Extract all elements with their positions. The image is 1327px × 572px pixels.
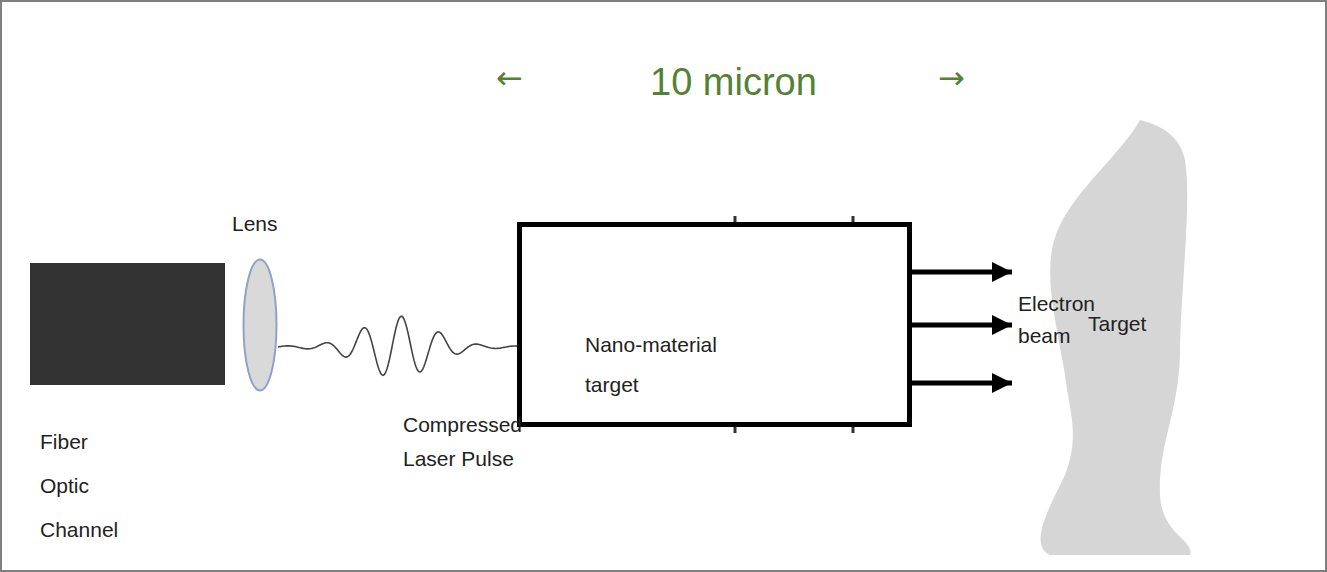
- tick-mark: [852, 427, 855, 433]
- dimension-arrow: →: [938, 58, 988, 98]
- electron-beam-arrow: [912, 270, 1012, 275]
- node-label: Target: [1088, 310, 1188, 338]
- dimension-arrow: ←: [496, 58, 546, 98]
- beam-label: Electron beam: [1018, 288, 1110, 352]
- nano-material-target: Nano-material target: [517, 222, 912, 427]
- node-label: Nano-material target: [585, 325, 745, 405]
- node-label: Lens: [232, 210, 302, 238]
- dimension-label: 10 micron: [650, 60, 880, 104]
- laser-pulse-wave: [278, 316, 517, 375]
- pulse-label: Compressed Laser Pulse: [403, 408, 521, 476]
- electron-beam-arrow: [912, 381, 1012, 386]
- fiber-optic-channel: Fiber Optic Channel: [30, 263, 225, 385]
- lens: Lens: [242, 258, 278, 392]
- electron-beam-arrow: [912, 323, 1012, 328]
- tick-mark: [734, 427, 737, 433]
- lens-outline: [242, 258, 278, 392]
- lens-shape: [244, 260, 277, 391]
- node-label: Fiber Optic Channel: [40, 420, 135, 552]
